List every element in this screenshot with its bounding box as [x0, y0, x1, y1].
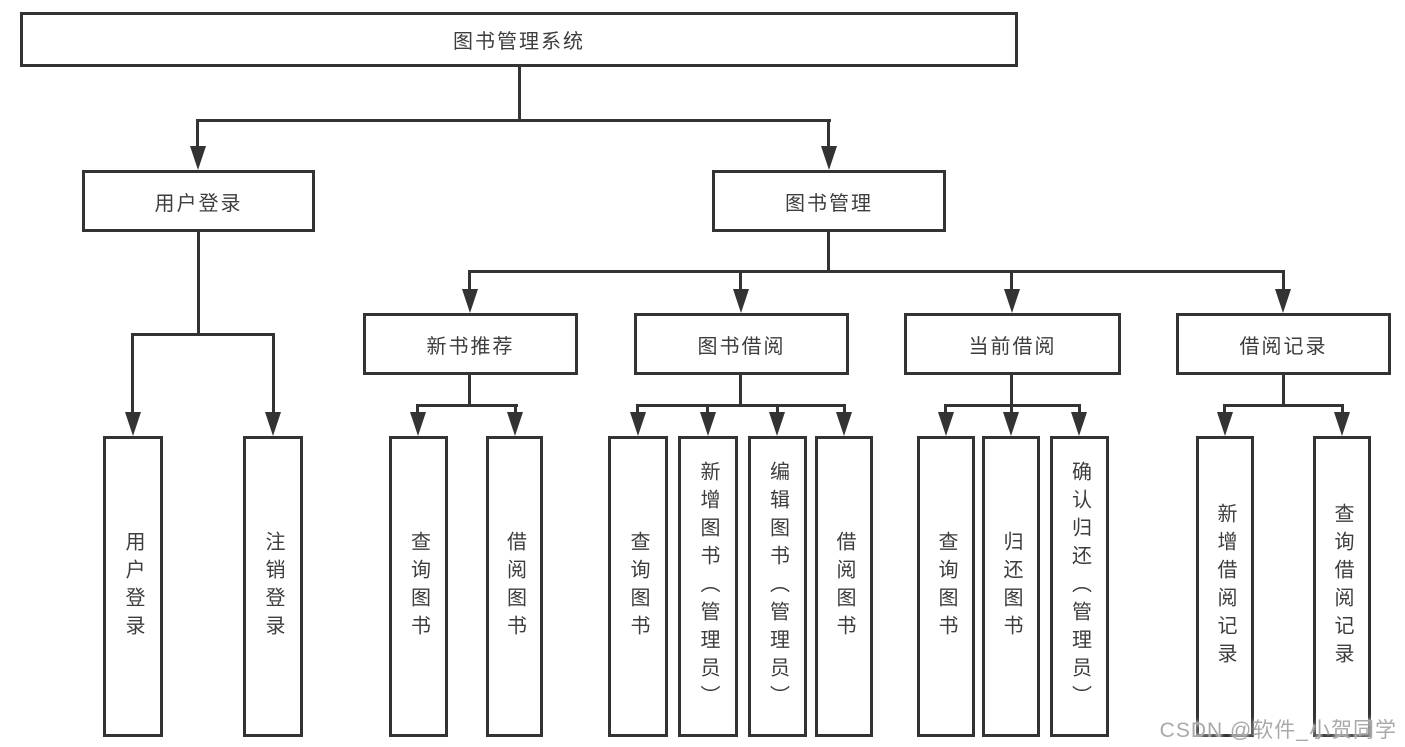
arrow-down-icon: [1003, 412, 1019, 436]
arrow-down-icon: [190, 146, 206, 170]
connector-line: [827, 232, 830, 272]
arrow-down-icon: [1004, 289, 1020, 313]
connector-line: [197, 232, 200, 336]
arrow-down-icon: [1334, 412, 1350, 436]
connector-line: [1010, 404, 1013, 416]
connector-line: [739, 375, 742, 407]
leaf-query-books-recommend: 查询图书: [389, 436, 448, 737]
leaf-label: 确认归还（管理员）: [1068, 460, 1091, 713]
arrow-down-icon: [821, 146, 837, 170]
leaf-label: 新增图书（管理员）: [697, 460, 719, 713]
connector-line: [636, 404, 846, 407]
connector-line: [944, 404, 947, 416]
connector-line: [1223, 404, 1344, 407]
connector-line: [1282, 375, 1285, 407]
leaf-borrow-books-2: 借阅图书: [815, 436, 873, 737]
node-label: 借阅记录: [1239, 335, 1328, 358]
leaf-return-book: 归还图书: [982, 436, 1040, 737]
node-library-system: 图书管理系统: [20, 12, 1018, 67]
connector-line: [827, 119, 830, 149]
connector-line: [416, 404, 419, 416]
leaf-query-borrow-record: 查询借阅记录: [1313, 436, 1371, 737]
leaf-add-borrow-record: 新增借阅记录: [1196, 436, 1254, 737]
connector-line: [514, 404, 517, 416]
leaf-add-book-admin: 新增图书（管理员）: [678, 436, 738, 737]
connector-line: [843, 404, 846, 416]
arrow-down-icon: [938, 412, 954, 436]
connector-line: [1282, 270, 1285, 292]
arrow-down-icon: [630, 412, 646, 436]
connector-line: [468, 375, 471, 407]
connector-line: [416, 404, 518, 407]
leaf-label: 查询图书: [627, 530, 649, 643]
arrow-down-icon: [1217, 412, 1233, 436]
leaf-user-login: 用户登录: [103, 436, 163, 737]
connector-line: [1010, 270, 1013, 292]
connector-line: [1010, 375, 1013, 407]
leaf-edit-book-admin: 编辑图书（管理员）: [748, 436, 807, 737]
arrow-down-icon: [462, 289, 478, 313]
leaf-label: 编辑图书（管理员）: [766, 460, 789, 713]
leaf-label: 借阅图书: [833, 530, 855, 643]
connector-line: [468, 270, 471, 292]
connector-line: [1223, 404, 1226, 416]
connector-line: [518, 66, 521, 121]
leaf-label: 查询借阅记录: [1331, 502, 1353, 671]
node-label: 图书管理系统: [453, 31, 585, 53]
connector-line: [131, 333, 134, 415]
node-label: 当前借阅: [968, 335, 1057, 358]
connector-line: [636, 404, 639, 416]
leaf-label: 用户登录: [122, 530, 144, 643]
leaf-confirm-return-admin: 确认归还（管理员）: [1050, 436, 1109, 737]
leaf-label: 查询图书: [935, 530, 957, 643]
node-new-book-recommend: 新书推荐: [363, 313, 578, 375]
node-book-management: 图书管理: [712, 170, 946, 232]
csdn-watermark: CSDN @软件_小贺同学: [1159, 719, 1397, 742]
leaf-label: 借阅图书: [503, 530, 526, 643]
node-current-borrow: 当前借阅: [904, 313, 1121, 375]
arrow-down-icon: [1275, 289, 1291, 313]
arrow-down-icon: [507, 412, 523, 436]
connector-line: [196, 119, 199, 149]
connector-line: [131, 333, 275, 336]
arrow-down-icon: [700, 412, 716, 436]
connector-line: [776, 404, 779, 416]
node-label: 图书借阅: [697, 335, 786, 358]
leaf-logout: 注销登录: [243, 436, 303, 737]
node-book-borrow: 图书借阅: [634, 313, 849, 375]
connector-line: [1341, 404, 1344, 416]
arrow-down-icon: [1071, 412, 1087, 436]
connector-line: [468, 270, 1285, 273]
arrow-down-icon: [410, 412, 426, 436]
connector-line: [1078, 404, 1081, 416]
node-label: 图书管理: [785, 192, 873, 215]
leaf-query-books-current: 查询图书: [917, 436, 975, 737]
arrow-down-icon: [836, 412, 852, 436]
leaf-label: 新增借阅记录: [1214, 502, 1236, 671]
connector-line: [706, 404, 709, 416]
arrow-down-icon: [769, 412, 785, 436]
arrow-down-icon: [125, 412, 141, 436]
leaf-borrow-books-recommend: 借阅图书: [486, 436, 543, 737]
node-borrow-records: 借阅记录: [1176, 313, 1391, 375]
leaf-label: 查询图书: [407, 530, 430, 643]
connector-line: [196, 119, 831, 122]
node-user-login: 用户登录: [82, 170, 315, 232]
leaf-label: 注销登录: [262, 530, 284, 643]
leaf-query-books-borrow: 查询图书: [608, 436, 668, 737]
arrow-down-icon: [265, 412, 281, 436]
connector-line: [272, 333, 275, 415]
leaf-label: 归还图书: [1000, 530, 1022, 643]
node-label: 用户登录: [154, 192, 243, 215]
connector-line: [739, 270, 742, 292]
node-label: 新书推荐: [426, 335, 515, 358]
arrow-down-icon: [733, 289, 749, 313]
